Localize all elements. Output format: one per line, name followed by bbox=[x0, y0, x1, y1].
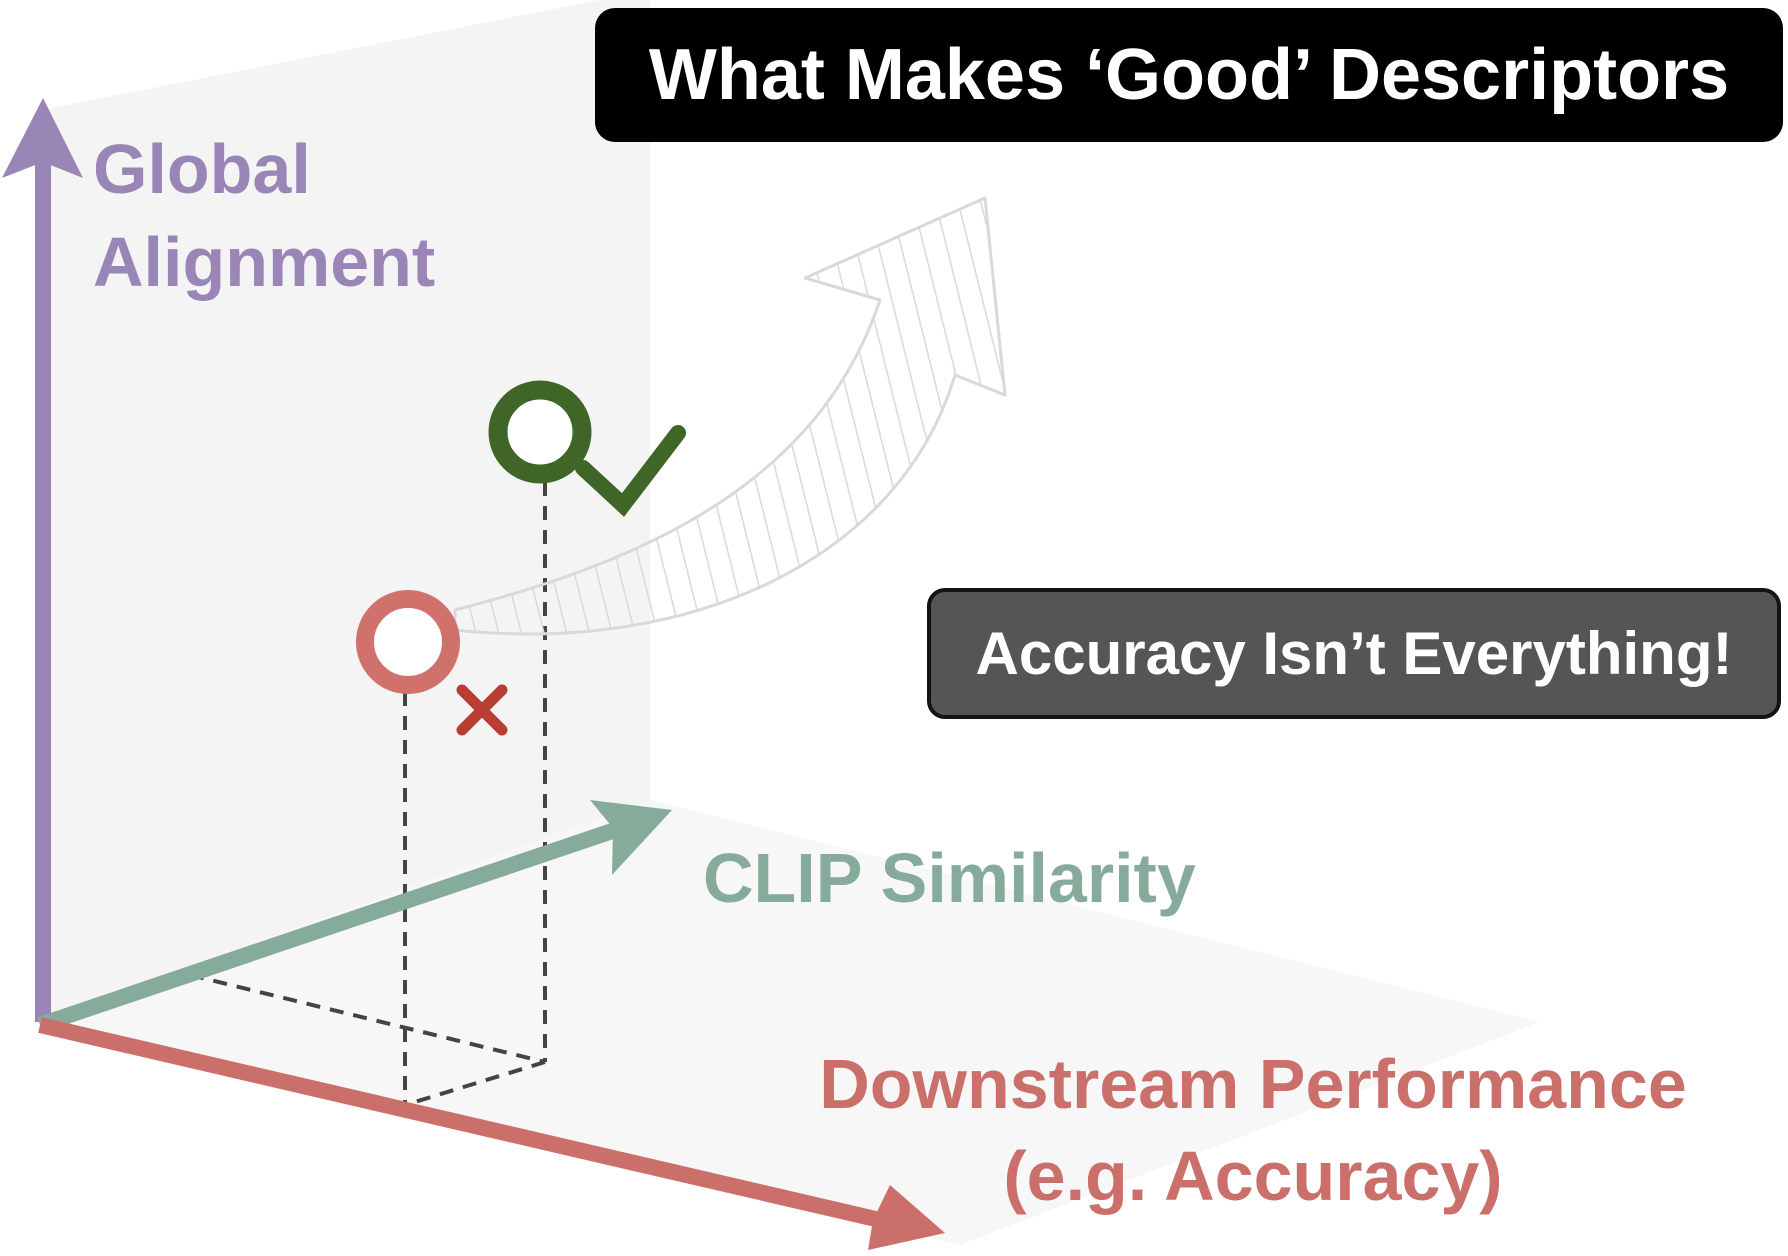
cross-icon bbox=[456, 684, 508, 736]
accuracy-callout: Accuracy Isn’t Everything! bbox=[927, 588, 1781, 719]
bad-descriptor-marker bbox=[356, 590, 460, 694]
projection-lines bbox=[189, 482, 547, 1107]
vertical-plane bbox=[42, 0, 650, 1020]
horizontal-axis-label-line2: (e.g. Accuracy) bbox=[1003, 1137, 1502, 1215]
vertical-axis-label-line1: Global bbox=[93, 130, 311, 208]
downstream-performance-axis bbox=[38, 1017, 945, 1250]
title-banner: What Makes ‘Good’ Descriptors bbox=[595, 8, 1783, 142]
improvement-arrow bbox=[453, 196, 1007, 636]
depth-axis-label: CLIP Similarity bbox=[703, 839, 1196, 917]
horizontal-axis-label-line1: Downstream Performance bbox=[819, 1045, 1687, 1123]
vertical-axis-label-line2: Alignment bbox=[93, 223, 435, 301]
check-icon bbox=[575, 425, 686, 517]
global-alignment-axis bbox=[2, 98, 83, 1022]
floor-plane bbox=[42, 800, 1540, 1245]
good-descriptor-marker bbox=[488, 380, 592, 484]
clip-similarity-axis bbox=[37, 800, 672, 1033]
